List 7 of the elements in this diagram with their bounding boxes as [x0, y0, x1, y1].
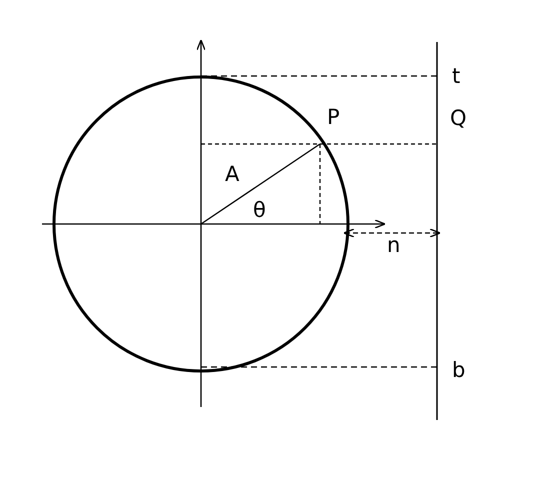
- axis-label: b: [452, 360, 466, 381]
- angle-label: θ: [253, 200, 266, 221]
- axis-label: t: [452, 66, 460, 87]
- dimension-label: n: [387, 235, 400, 256]
- point-label: P: [327, 107, 340, 128]
- line-label: Q: [450, 108, 467, 129]
- radius-label: A: [225, 164, 240, 185]
